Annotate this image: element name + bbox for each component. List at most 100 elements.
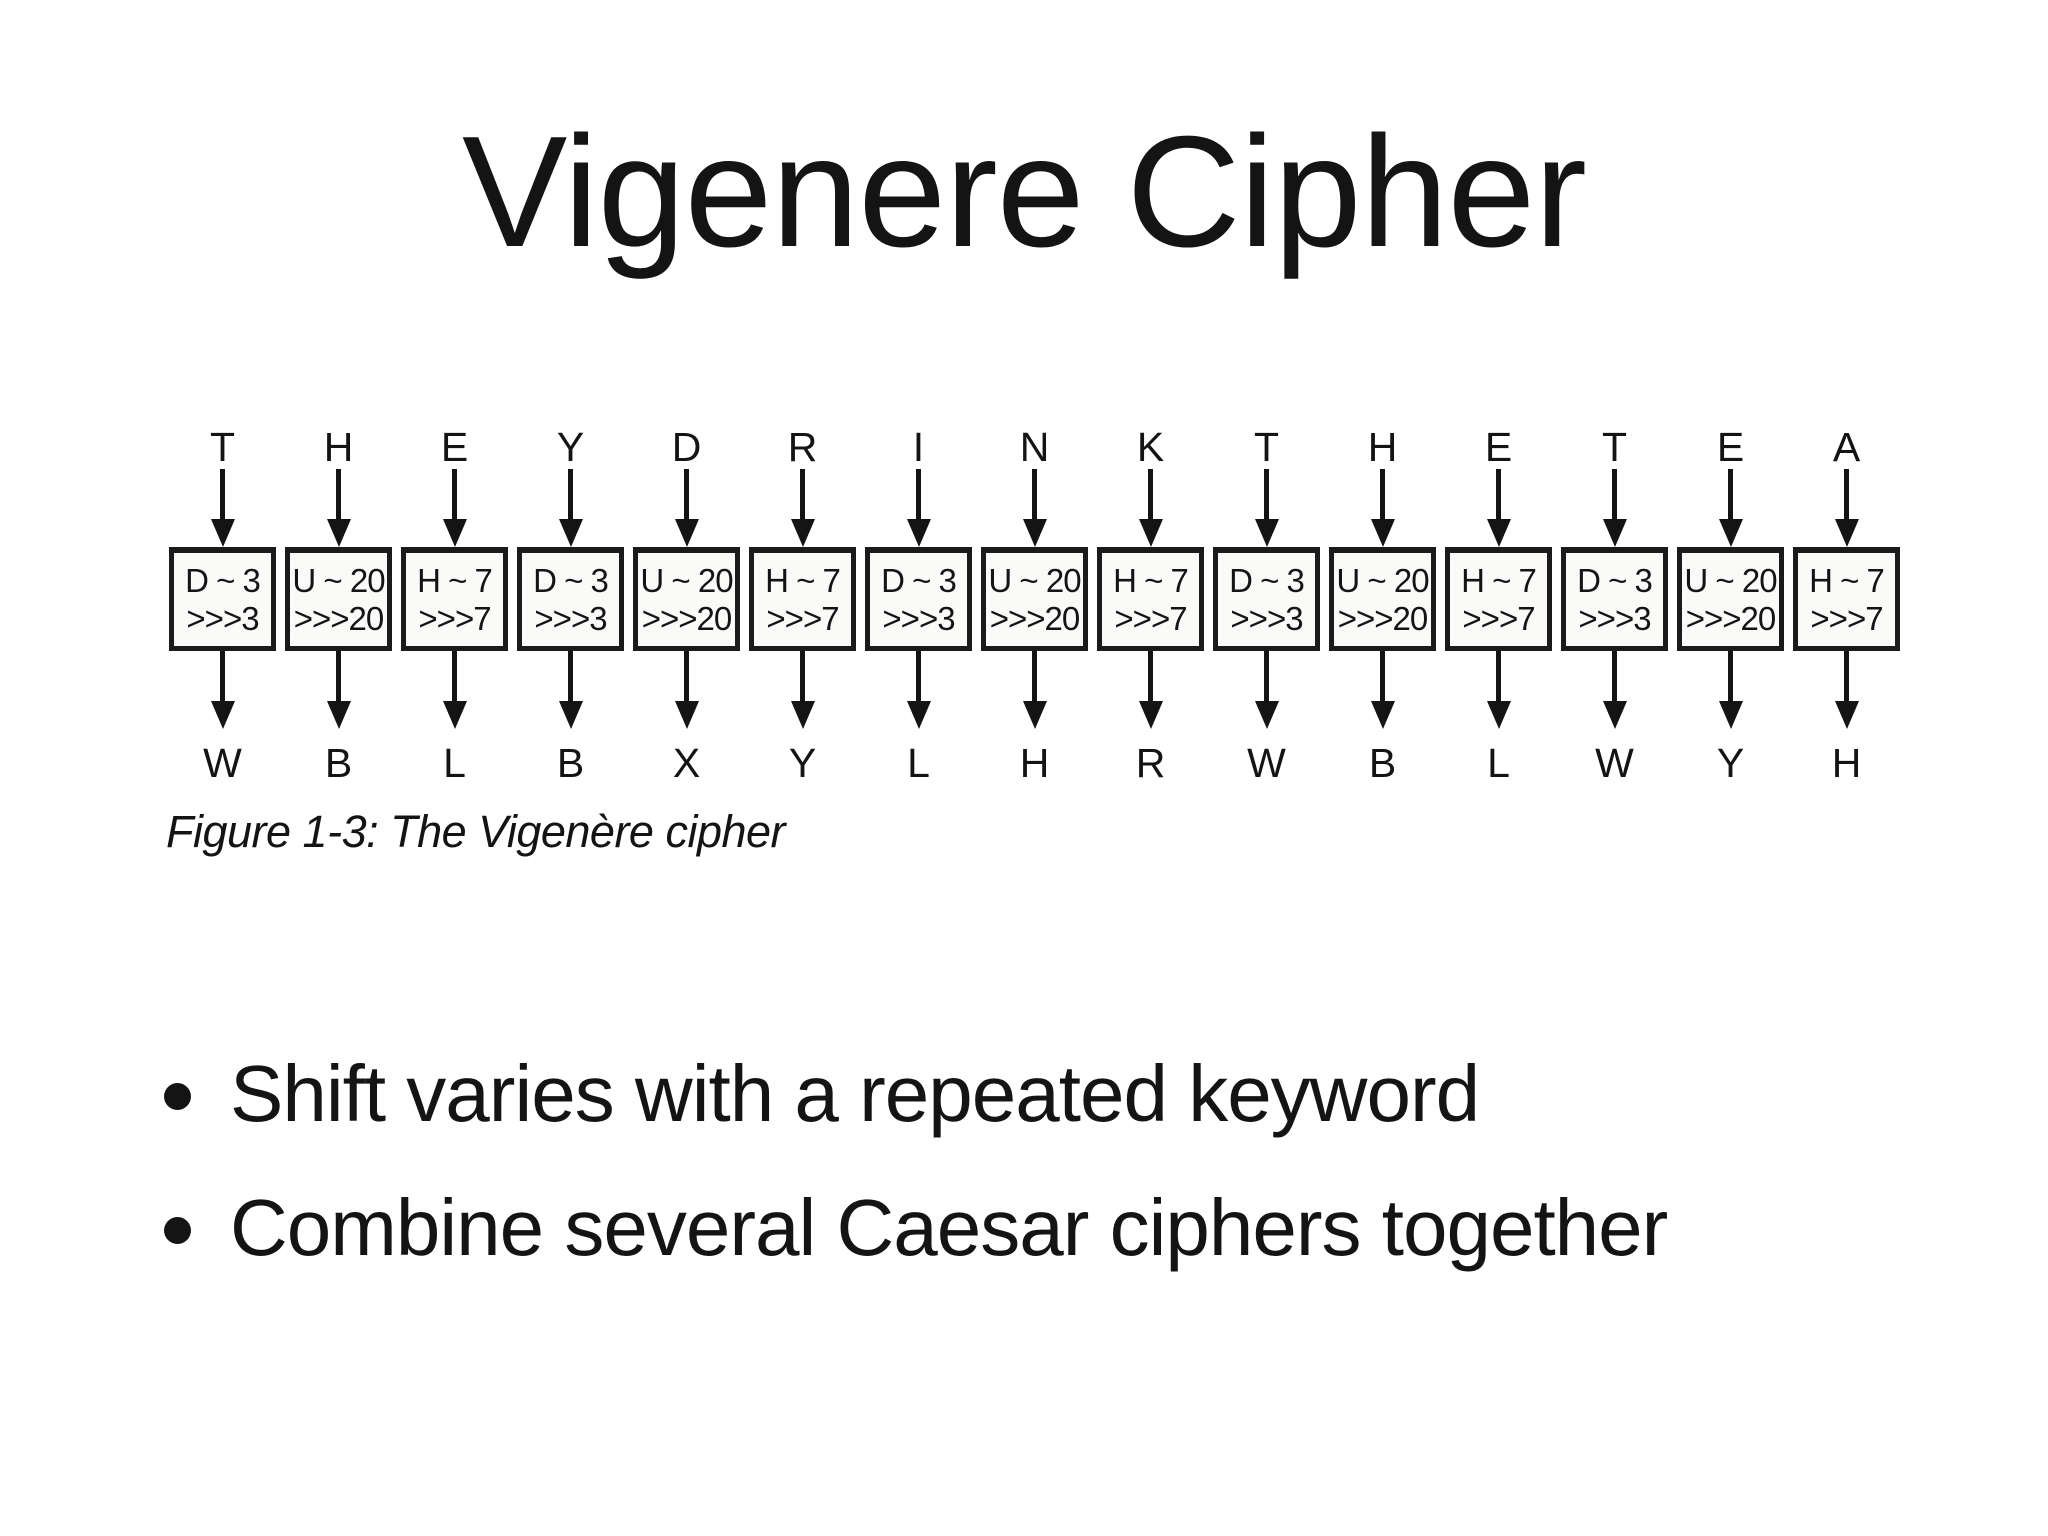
ciphertext-letter: L bbox=[907, 740, 930, 786]
ciphertext-letter: H bbox=[1019, 740, 1050, 786]
ciphertext-letter: Y bbox=[788, 740, 817, 786]
key-box: D ~ 3>>>3 bbox=[169, 547, 276, 651]
bullet-item: Combine several Caesar ciphers together bbox=[160, 1182, 1668, 1274]
down-arrow-icon bbox=[1486, 651, 1511, 729]
key-label: H ~ 7 bbox=[1113, 561, 1189, 599]
plaintext-letter: H bbox=[1367, 424, 1398, 470]
down-arrow-icon bbox=[1834, 651, 1859, 729]
plaintext-letter: T bbox=[1253, 424, 1280, 470]
key-label: U ~ 20 bbox=[988, 561, 1081, 599]
ciphertext-letter: H bbox=[1831, 740, 1862, 786]
ciphertext-letter: B bbox=[556, 740, 585, 786]
plaintext-letter: H bbox=[323, 424, 354, 470]
plaintext-letter: E bbox=[440, 424, 469, 470]
key-box: H ~ 7>>>7 bbox=[1097, 547, 1204, 651]
shift-label: >>>3 bbox=[1578, 599, 1651, 637]
plaintext-letter: I bbox=[912, 424, 925, 470]
down-arrow-icon bbox=[210, 651, 235, 729]
key-box: H ~ 7>>>7 bbox=[401, 547, 508, 651]
down-arrow-icon bbox=[1602, 651, 1627, 729]
down-arrow-icon bbox=[1022, 651, 1047, 729]
shift-label: >>>7 bbox=[418, 599, 491, 637]
shift-label: >>>3 bbox=[534, 599, 607, 637]
down-arrow-icon bbox=[1718, 469, 1743, 547]
down-arrow-icon bbox=[790, 651, 815, 729]
ciphertext-letter: B bbox=[1368, 740, 1397, 786]
figure-caption: Figure 1-3: The Vigenère cipher bbox=[166, 806, 786, 857]
key-box: D ~ 3>>>3 bbox=[517, 547, 624, 651]
down-arrow-icon bbox=[1370, 469, 1395, 547]
down-arrow-icon bbox=[558, 651, 583, 729]
key-box: U ~ 20>>>20 bbox=[981, 547, 1088, 651]
plaintext-letter: N bbox=[1019, 424, 1050, 470]
down-arrow-icon bbox=[442, 651, 467, 729]
ciphertext-letter: L bbox=[1487, 740, 1510, 786]
bullet-item: Shift varies with a repeated keyword bbox=[160, 1048, 1667, 1140]
shift-label: >>>7 bbox=[1810, 599, 1883, 637]
key-label: D ~ 3 bbox=[185, 561, 261, 599]
down-arrow-icon bbox=[1834, 469, 1859, 547]
key-box: U ~ 20>>>20 bbox=[633, 547, 740, 651]
shift-label: >>>3 bbox=[186, 599, 259, 637]
ciphertext-letter: X bbox=[672, 740, 701, 786]
down-arrow-icon bbox=[442, 469, 467, 547]
down-arrow-icon bbox=[906, 469, 931, 547]
key-label: D ~ 3 bbox=[881, 561, 957, 599]
shift-label: >>>3 bbox=[882, 599, 955, 637]
plaintext-letter: T bbox=[1601, 424, 1628, 470]
down-arrow-icon bbox=[1138, 651, 1163, 729]
plaintext-letter: Y bbox=[556, 424, 585, 470]
key-label: U ~ 20 bbox=[292, 561, 385, 599]
ciphertext-letter: W bbox=[1247, 740, 1286, 786]
ciphertext-letter: W bbox=[203, 740, 242, 786]
bullet-dot-icon bbox=[164, 1217, 191, 1244]
key-box: D ~ 3>>>3 bbox=[1561, 547, 1668, 651]
key-label: U ~ 20 bbox=[1336, 561, 1429, 599]
down-arrow-icon bbox=[1486, 469, 1511, 547]
slide-title: Vigenere Cipher bbox=[462, 104, 1587, 280]
key-box: H ~ 7>>>7 bbox=[1445, 547, 1552, 651]
down-arrow-icon bbox=[210, 469, 235, 547]
bullet-dot-icon bbox=[164, 1083, 191, 1110]
down-arrow-icon bbox=[1254, 651, 1279, 729]
bullet-text: Combine several Caesar ciphers together bbox=[230, 1183, 1668, 1272]
key-box: U ~ 20>>>20 bbox=[1329, 547, 1436, 651]
down-arrow-icon bbox=[906, 651, 931, 729]
plaintext-letter: R bbox=[787, 424, 818, 470]
down-arrow-icon bbox=[326, 469, 351, 547]
ciphertext-letter: W bbox=[1595, 740, 1634, 786]
key-label: H ~ 7 bbox=[417, 561, 493, 599]
shift-label: >>>7 bbox=[1462, 599, 1535, 637]
shift-label: >>>3 bbox=[1230, 599, 1303, 637]
shift-label: >>>20 bbox=[1685, 599, 1777, 637]
down-arrow-icon bbox=[790, 469, 815, 547]
plaintext-letter: E bbox=[1484, 424, 1513, 470]
plaintext-letter: K bbox=[1136, 424, 1165, 470]
down-arrow-icon bbox=[1718, 651, 1743, 729]
down-arrow-icon bbox=[1254, 469, 1279, 547]
down-arrow-icon bbox=[558, 469, 583, 547]
key-label: D ~ 3 bbox=[1229, 561, 1305, 599]
down-arrow-icon bbox=[326, 651, 351, 729]
key-label: U ~ 20 bbox=[1684, 561, 1777, 599]
key-box: H ~ 7>>>7 bbox=[1793, 547, 1900, 651]
shift-label: >>>20 bbox=[1337, 599, 1429, 637]
ciphertext-letter: B bbox=[324, 740, 353, 786]
key-label: D ~ 3 bbox=[1577, 561, 1653, 599]
down-arrow-icon bbox=[1138, 469, 1163, 547]
key-label: H ~ 7 bbox=[1809, 561, 1885, 599]
